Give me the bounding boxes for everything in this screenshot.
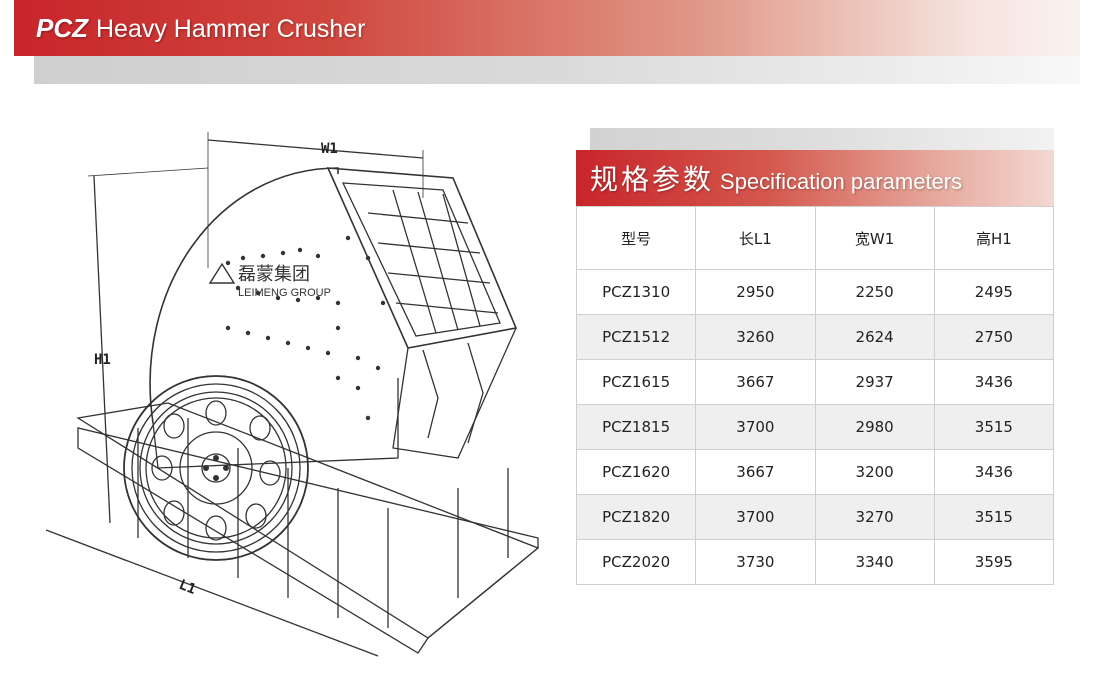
table-row: PCZ1820 3700 3270 3515 bbox=[575, 494, 1055, 540]
cell-height: 3515 bbox=[933, 404, 1055, 450]
spec-title-cn: 规格参数 bbox=[590, 163, 715, 196]
logo-cn-text: 磊蒙集团 bbox=[238, 264, 310, 285]
cell-model: PCZ1310 bbox=[575, 269, 697, 315]
header-banner bbox=[14, 0, 1080, 56]
dim-label-l1: L1 bbox=[177, 577, 199, 598]
cell-width: 2980 bbox=[814, 404, 935, 450]
cell-length: 3730 bbox=[695, 539, 816, 585]
logo-en-text: LEIMENG GROUP bbox=[238, 287, 331, 299]
model-name: PCZ bbox=[36, 13, 88, 43]
cell-width: 3200 bbox=[814, 449, 935, 495]
cell-length: 3667 bbox=[695, 449, 816, 495]
table-row: PCZ1615 3667 2937 3436 bbox=[575, 359, 1055, 405]
cell-height: 3515 bbox=[933, 494, 1055, 540]
table-row: PCZ1310 2950 2250 2495 bbox=[575, 269, 1055, 315]
cell-width: 2250 bbox=[814, 269, 935, 315]
column-header-model: 型号 bbox=[575, 206, 697, 270]
table-row: PCZ1620 3667 3200 3436 bbox=[575, 449, 1055, 495]
cell-height: 2750 bbox=[933, 314, 1055, 360]
cell-length: 3667 bbox=[695, 359, 816, 405]
cell-model: PCZ1620 bbox=[575, 449, 697, 495]
cell-model: PCZ2020 bbox=[575, 539, 697, 585]
dim-label-w1: W1 bbox=[321, 141, 338, 157]
cell-height: 3436 bbox=[933, 359, 1055, 405]
spec-title-en: Specification parameters bbox=[720, 169, 963, 194]
spec-table: 型号 长L1 宽W1 高H1 PCZ1310 2950 2250 2495 PC… bbox=[575, 206, 1055, 585]
cell-model: PCZ1512 bbox=[575, 314, 697, 360]
cell-width: 2624 bbox=[814, 314, 935, 360]
crusher-drawing: W1 H1 L1 磊蒙集团 LEIMENG GROUP bbox=[38, 128, 548, 663]
spec-shadow-bar bbox=[590, 128, 1054, 152]
cell-width: 3340 bbox=[814, 539, 935, 585]
header-shadow-bar bbox=[34, 56, 1080, 84]
cell-width: 2937 bbox=[814, 359, 935, 405]
cell-model: PCZ1815 bbox=[575, 404, 697, 450]
cell-length: 3700 bbox=[695, 404, 816, 450]
cell-length: 3700 bbox=[695, 494, 816, 540]
table-header-row: 型号 长L1 宽W1 高H1 bbox=[575, 206, 1055, 270]
leimeng-logo-icon: 磊蒙集团 LEIMENG GROUP bbox=[208, 262, 331, 299]
cell-height: 3595 bbox=[933, 539, 1055, 585]
spec-header-banner bbox=[576, 150, 1054, 206]
table-row: PCZ2020 3730 3340 3595 bbox=[575, 539, 1055, 585]
table-row: PCZ1512 3260 2624 2750 bbox=[575, 314, 1055, 360]
cell-length: 3260 bbox=[695, 314, 816, 360]
cell-length: 2950 bbox=[695, 269, 816, 315]
cell-width: 3270 bbox=[814, 494, 935, 540]
crusher-drawing-svg: W1 H1 L1 磊蒙集团 LEIMENG GROUP bbox=[45, 132, 540, 657]
cell-model: PCZ1615 bbox=[575, 359, 697, 405]
cell-height: 3436 bbox=[933, 449, 1055, 495]
cell-model: PCZ1820 bbox=[575, 494, 697, 540]
page-title: PCZ Heavy Hammer Crusher bbox=[36, 10, 366, 46]
column-header-width: 宽W1 bbox=[814, 206, 935, 270]
column-header-height: 高H1 bbox=[933, 206, 1055, 270]
column-header-length: 长L1 bbox=[695, 206, 816, 270]
cell-height: 2495 bbox=[933, 269, 1055, 315]
dim-label-h1: H1 bbox=[94, 352, 111, 368]
product-title: Heavy Hammer Crusher bbox=[96, 15, 366, 43]
table-row: PCZ1815 3700 2980 3515 bbox=[575, 404, 1055, 450]
